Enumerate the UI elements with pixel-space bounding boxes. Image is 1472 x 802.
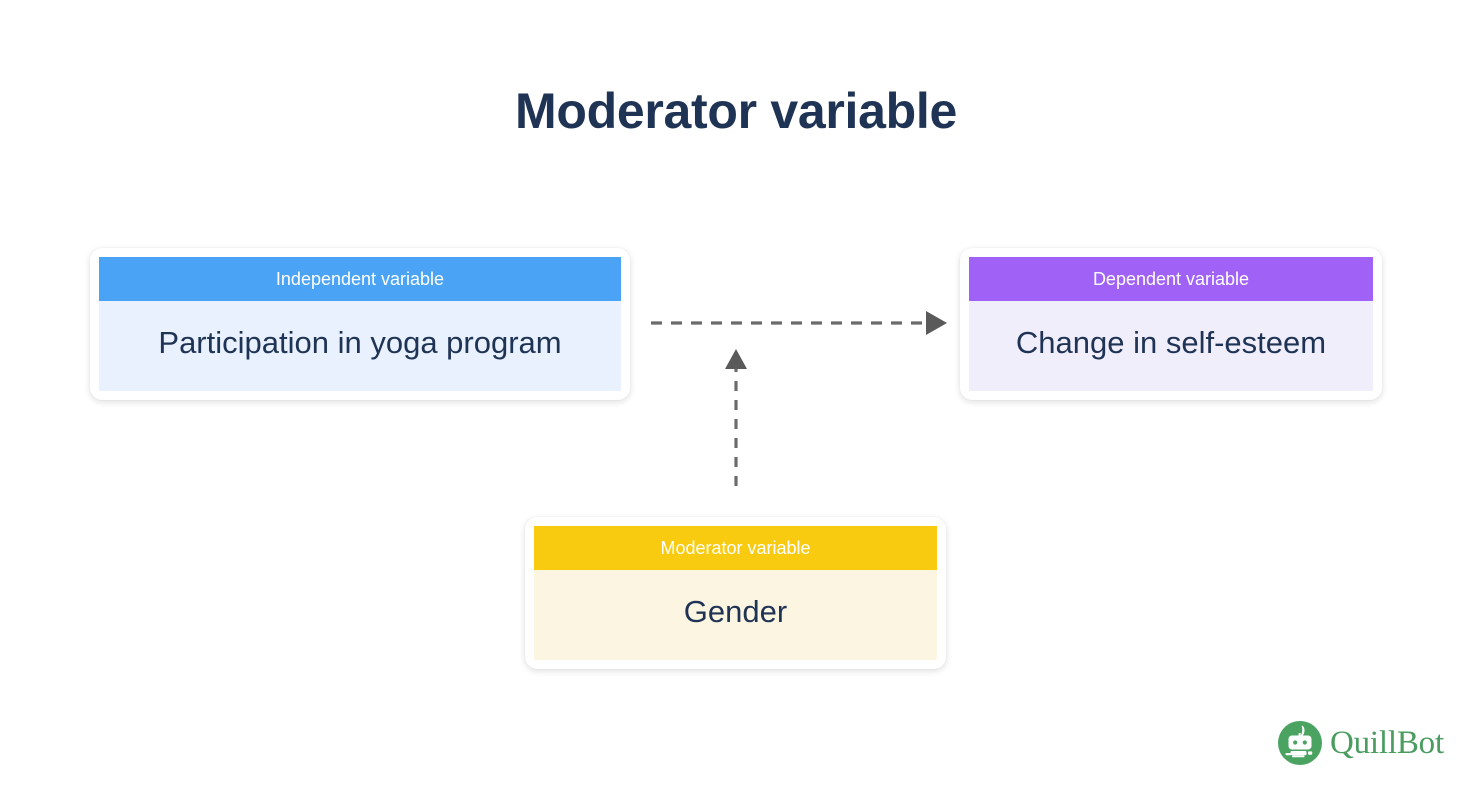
quillbot-wordmark: QuillBot [1330,724,1444,761]
card-dependent-variable: Dependent variable Change in self-esteem [960,248,1382,400]
page-title: Moderator variable [515,83,957,139]
quillbot-logo: QuillBot [1277,720,1444,766]
card-header-dependent-variable: Dependent variable [969,257,1373,301]
card-inner: Independent variable Participation in yo… [99,257,621,391]
arrow-moderator-to-path [725,349,747,486]
card-inner: Dependent variable Change in self-esteem [969,257,1373,391]
arrow-independent-to-dependent [651,311,947,335]
arrow-head-right [926,311,947,335]
card-independent-variable: Independent variable Participation in yo… [90,248,630,400]
card-body-dependent-variable: Change in self-esteem [969,301,1373,391]
arrow-head-up [725,349,747,369]
quillbot-robot-icon [1278,721,1322,765]
card-inner: Moderator variable Gender [534,526,937,660]
card-body-independent-variable: Participation in yoga program [99,301,621,391]
card-body-moderator-variable: Gender [534,570,937,660]
card-header-independent-variable: Independent variable [99,257,621,301]
card-header-moderator-variable: Moderator variable [534,526,937,570]
card-moderator-variable: Moderator variable Gender [525,517,946,669]
